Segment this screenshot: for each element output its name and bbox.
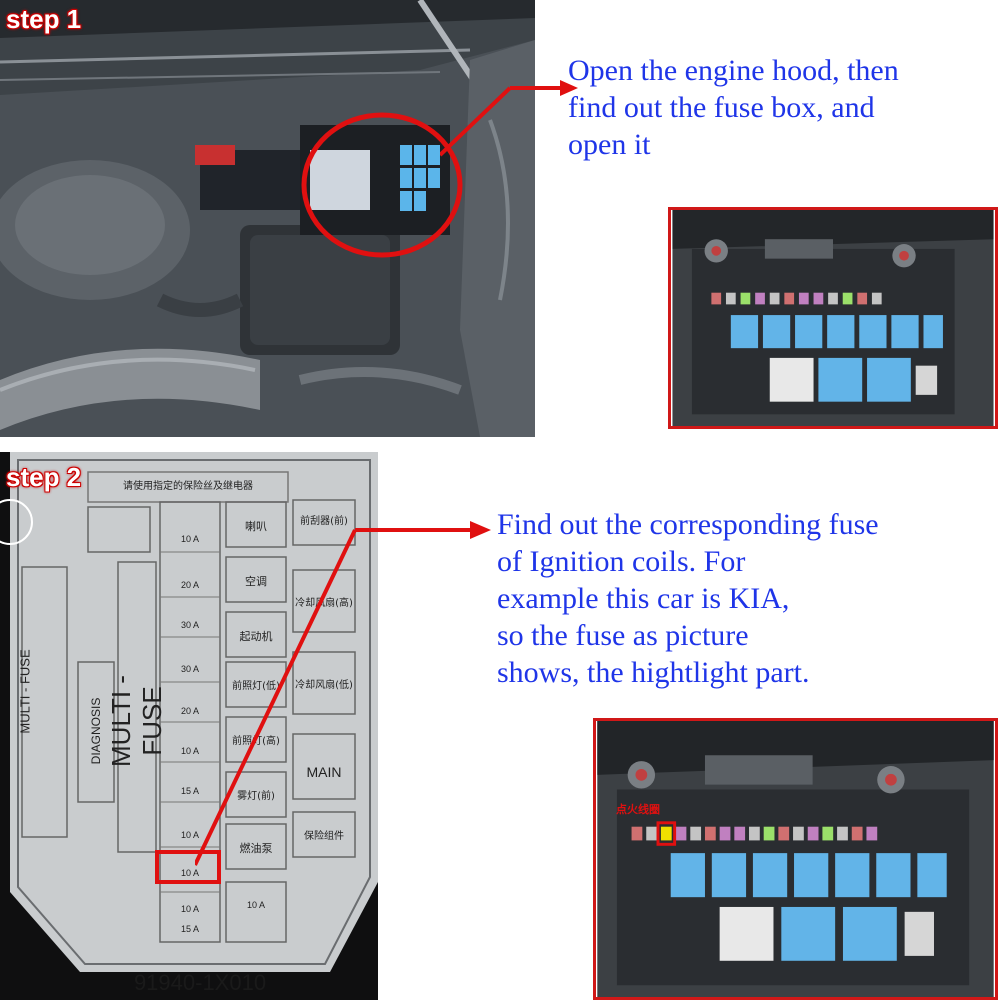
step-1-line: Open the engine hood, then <box>568 54 899 87</box>
ignition-coil-annotation: 点火线圈 <box>616 803 660 816</box>
fuse-value: 10 A <box>246 900 266 910</box>
step-1-arrow <box>440 80 578 157</box>
step-2-line: example this car is KIA, <box>497 582 790 615</box>
fuse-box-detail-photo <box>668 207 998 429</box>
fuse-cover-photo: step 2 请使用指定的保险丝及继电器 MULTI - FUSE MULTI … <box>0 452 378 1000</box>
step-2-instructions: Find out the corresponding fuse of Ignit… <box>497 506 879 691</box>
fuse-value: 15 A <box>180 786 200 796</box>
fuse-box-illustration <box>672 210 994 426</box>
relay-label: 燃油泵 <box>239 842 273 855</box>
fuse-value: 10 A <box>180 904 200 914</box>
right-box-label: 冷却风扇(低) <box>295 680 353 691</box>
relay-label: 起动机 <box>239 630 273 643</box>
fuse-box-highlight-illustration <box>597 721 994 997</box>
fuse-value: 20 A <box>180 706 200 716</box>
fuse-value: 10 A <box>180 746 200 756</box>
fuse-value: 20 A <box>180 580 200 590</box>
step-1-line: find out the fuse box, and <box>568 91 875 124</box>
relay-label: 喇叭 <box>245 520 267 533</box>
relay-label: 前照灯(低) <box>232 681 280 692</box>
diagnosis-label: DIAGNOSIS <box>89 697 103 765</box>
fuse-value: 10 A <box>180 534 200 544</box>
fuse-value: 15 A <box>180 924 200 934</box>
step-2-label: step 2 <box>6 462 82 492</box>
fuse-value: 30 A <box>180 664 200 674</box>
ignition-fuse-highlight <box>155 850 221 884</box>
fuse-box-highlight-circle <box>301 112 463 258</box>
ignition-fuse-detail-highlight <box>656 821 677 846</box>
right-box-label: 冷却风扇(高) <box>295 598 353 609</box>
fuse-value: 30 A <box>180 620 200 630</box>
fuse-box-highlight-photo: 点火线圈 <box>593 718 998 1000</box>
fuse-value: 10 A <box>180 868 200 878</box>
step-2-arrow <box>195 521 491 866</box>
main-box-label: MAIN <box>306 764 342 780</box>
step-1-instructions: Open the engine hood, then find out the … <box>568 52 899 163</box>
multi-fuse-side-label: MULTI - FUSE <box>17 649 33 734</box>
cover-header-text: 请使用指定的保险丝及继电器 <box>123 481 253 492</box>
engine-bay-photo: step 1 <box>0 0 535 437</box>
relay-label: 空调 <box>245 575 267 588</box>
step-2-line: so the fuse as picture <box>497 619 749 652</box>
fuse-cover-illustration <box>0 452 378 1000</box>
step-1-label: step 1 <box>6 4 82 34</box>
step-2-line: of Ignition coils. For <box>497 545 746 578</box>
engine-bay-illustration <box>0 0 535 437</box>
right-box-label: 前刮器(前) <box>300 516 348 527</box>
step-1-line: open it <box>568 128 651 161</box>
part-number: 91940-1X010 <box>133 970 267 995</box>
step-2-line: Find out the corresponding fuse <box>497 508 879 541</box>
step-2-line: shows, the hightlight part. <box>497 656 810 689</box>
fuse-value: 10 A <box>180 830 200 840</box>
relay-label: 雾灯(前) <box>237 791 275 802</box>
right-box-label: 保险组件 <box>304 831 344 842</box>
multi-fuse-main-label: MULTI - FUSE <box>106 675 167 767</box>
